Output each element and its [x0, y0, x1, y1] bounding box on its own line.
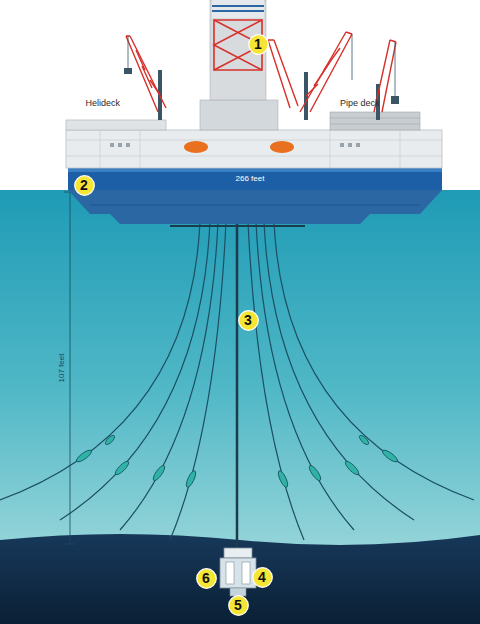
- keel-plate: [170, 225, 305, 227]
- pipe-stack: [330, 112, 420, 130]
- callout-badge: 2: [74, 175, 95, 196]
- crane-hook: [391, 96, 399, 104]
- callout-badge: 5: [228, 595, 249, 616]
- deck-lines: [66, 130, 442, 168]
- crane-hook: [124, 68, 132, 74]
- sea: [0, 190, 480, 624]
- callout-circle: [196, 568, 216, 588]
- callout-circle: [74, 175, 94, 195]
- windows: [110, 143, 360, 147]
- callout-number: 3: [244, 313, 252, 327]
- part-label: Helideck: [86, 99, 121, 108]
- callout-number: 2: [80, 178, 88, 192]
- callout-number: 1: [254, 37, 262, 51]
- lifeboat: [184, 141, 208, 153]
- dimension-label: 266 feet: [236, 175, 265, 183]
- callout-number: 6: [202, 571, 210, 585]
- callout-badge: 3: [238, 310, 259, 331]
- drill-floor: [200, 100, 278, 130]
- callout-badge: 4: [252, 567, 273, 588]
- helideck: [66, 120, 166, 130]
- part-label: Pipe deck: [340, 99, 380, 108]
- crane-hook: [128, 36, 129, 68]
- dimension-label: 107 feet: [58, 354, 66, 383]
- crane-boom: [268, 32, 352, 112]
- seafloor: [0, 534, 480, 624]
- derrick: [210, 0, 266, 100]
- pontoon-seam: [90, 205, 420, 206]
- callout-circle: [248, 34, 268, 54]
- callout-circle: [252, 567, 272, 587]
- crane-hook: [352, 34, 353, 80]
- pontoon: [68, 190, 442, 224]
- callout-badge: 1: [248, 34, 269, 55]
- hull-stripe: [68, 168, 442, 172]
- hull: [68, 168, 442, 190]
- main-deck: [66, 130, 442, 168]
- lifeboat: [270, 141, 294, 153]
- callout-circle: [238, 310, 258, 330]
- blowout-preventer: [220, 548, 256, 596]
- crown-block: [212, 0, 264, 18]
- riser: [236, 222, 239, 556]
- derrick-lattice: [214, 20, 262, 70]
- callout-circle: [228, 595, 248, 615]
- crown-stripe: [212, 10, 264, 12]
- callout-number: 4: [258, 570, 266, 584]
- crown-stripe: [212, 5, 264, 7]
- crane-hook: [395, 42, 396, 96]
- callout-badge: 6: [196, 568, 217, 589]
- callout-number: 5: [234, 598, 242, 612]
